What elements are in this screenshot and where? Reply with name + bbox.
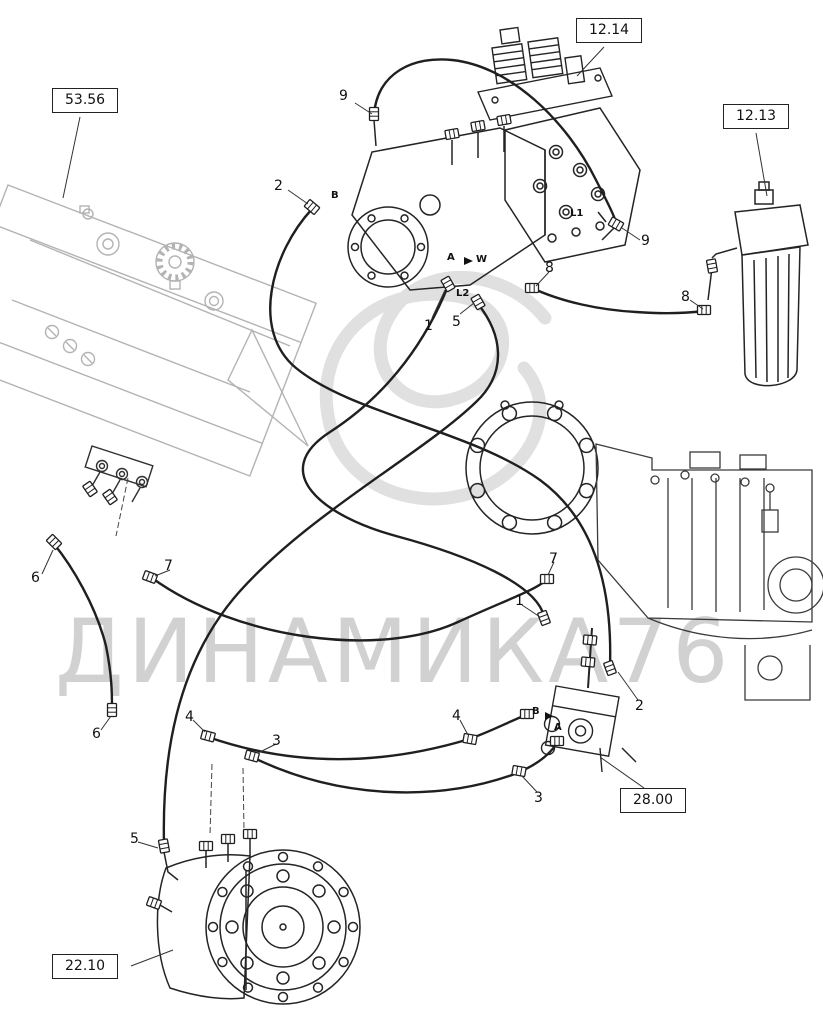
callout-6-left: 6 [31,570,40,586]
hose-3 [250,741,559,794]
callout-2-bottom: 2 [635,698,644,714]
callout-5-bottom: 5 [130,831,139,847]
hose-7 [150,576,548,642]
callout-4-right: 4 [452,708,461,724]
callout-1-top: 1 [424,318,433,334]
hose-2 [269,207,612,668]
callout-1-bottom: 1 [515,593,524,609]
gearbox-flange [465,400,599,535]
callout-6-bottom: 6 [92,726,101,742]
port-label-w: W [476,254,488,265]
ref-box-53-56[interactable]: 53.56 [52,88,119,113]
hose-4 [206,713,528,761]
port-label-l1: L1 [570,208,584,219]
hose-9 [372,58,618,224]
callout-7-right: 7 [549,551,558,567]
callout-9-top: 9 [339,88,348,104]
hose-6 [52,542,114,710]
callout-8-right: 8 [681,289,690,305]
port-label-b-bottom: B [532,706,540,717]
callout-5-top: 5 [452,314,461,330]
ref-box-28-00[interactable]: 28.00 [620,788,687,813]
ref-box-22-10[interactable]: 22.10 [52,954,119,979]
callout-9-right: 9 [641,233,650,249]
ref-box-12-13[interactable]: 12.13 [723,104,790,129]
callout-3-right: 3 [534,790,543,806]
port-label-a-top: A [447,252,455,263]
port-label-l2: L2 [456,288,470,299]
manifold-fittings [84,445,154,503]
assembly-axis-lines [115,477,245,837]
port-label-a-bottom: A [554,722,562,733]
hydrostatic-pump-assembly [347,107,641,291]
axle-housing [595,443,823,701]
hose-fittings [45,106,719,911]
callout-7-left: 7 [164,558,173,574]
ref-box-12-14[interactable]: 12.14 [576,18,643,43]
hose-5 [162,302,500,846]
callout-4-left: 4 [185,709,194,725]
hose-1 [301,284,546,618]
watermark-logo-swirl [319,270,552,506]
hydraulic-hoses [52,58,705,846]
hose-8 [530,286,705,315]
control-valve-block [540,627,637,773]
callout-2-top: 2 [274,178,283,194]
oil-filter [707,181,809,387]
final-drive-motor [156,838,361,1005]
transmission-housing-ghost [0,184,317,477]
callout-3-left: 3 [272,733,281,749]
callout-8-mid: 8 [545,260,554,276]
port-label-b-top: B [331,190,339,201]
flow-direction-markers [464,257,553,720]
leader-lines [41,46,768,967]
